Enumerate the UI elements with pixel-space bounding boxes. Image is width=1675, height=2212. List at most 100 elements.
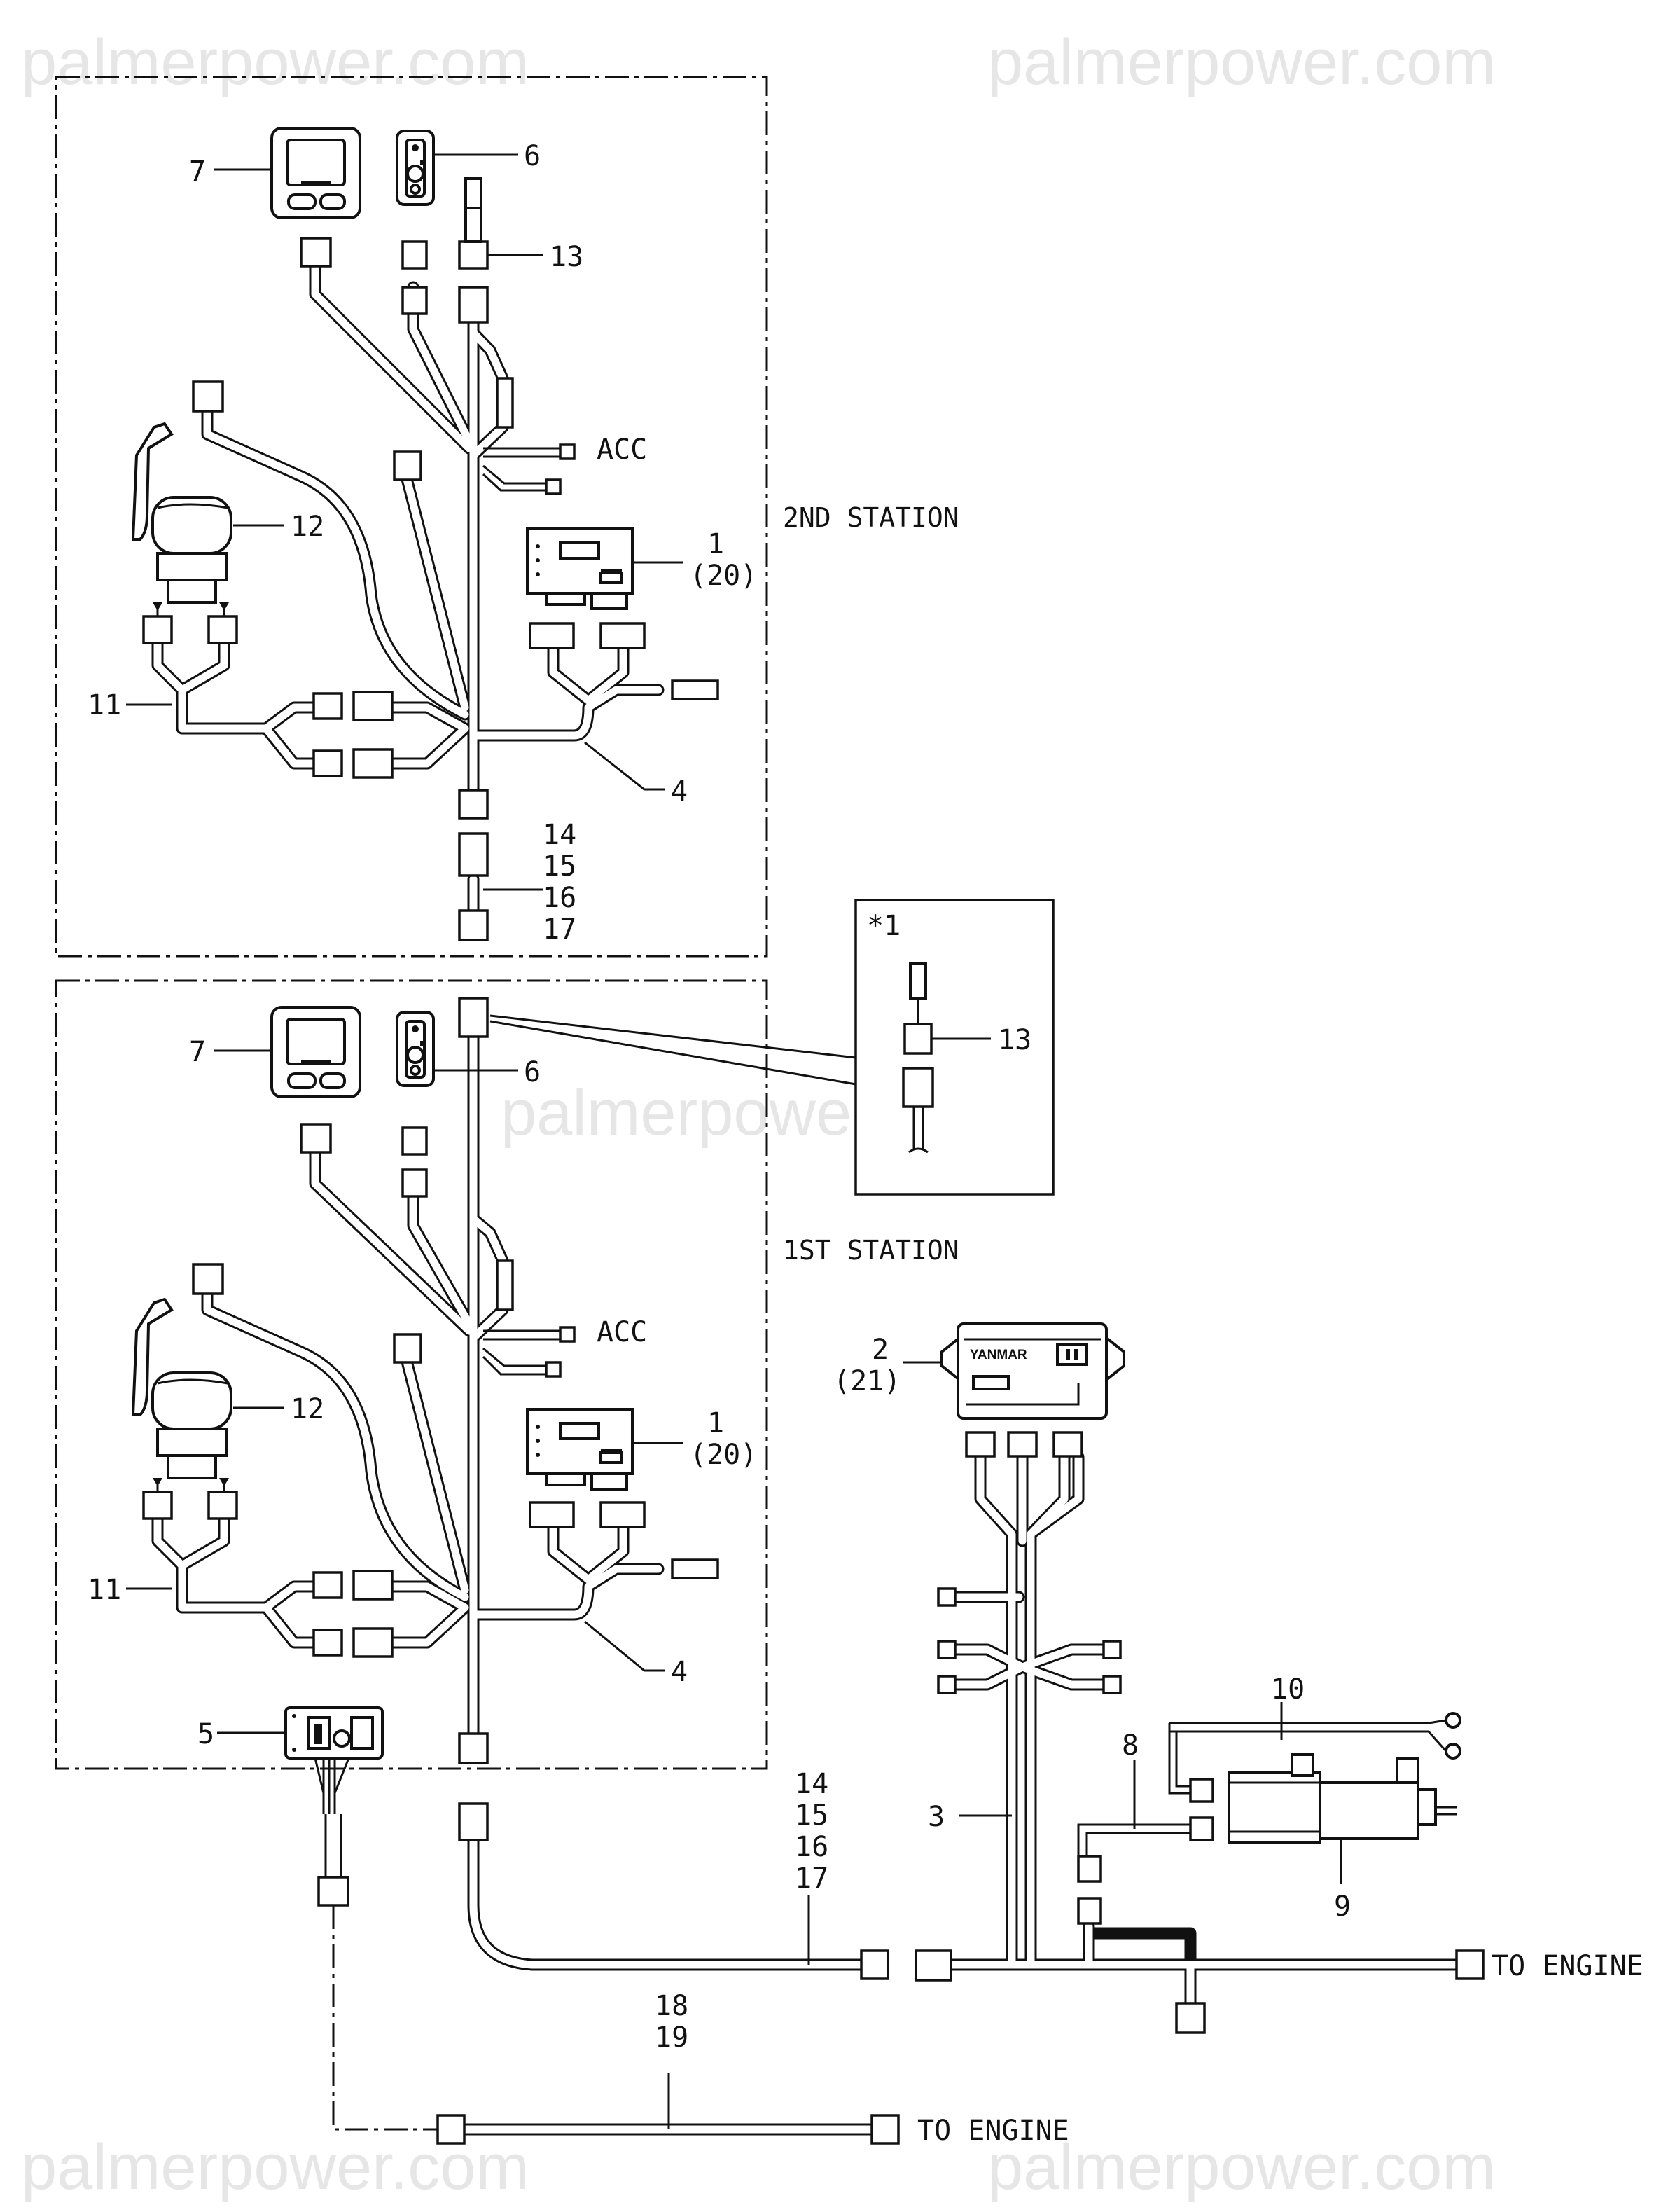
key-switch-icon: [464, 177, 482, 243]
connector: [458, 240, 489, 270]
item-label: 5: [197, 1718, 214, 1750]
detail-callout: *1 13: [489, 899, 1055, 1196]
connector: [496, 1259, 514, 1311]
item-label: 8: [1122, 1729, 1139, 1762]
connector: [937, 1640, 957, 1659]
connector: [860, 1949, 889, 1980]
item-label: 13: [998, 1024, 1031, 1056]
connector: [599, 1501, 646, 1528]
connector: [207, 1491, 238, 1520]
connector: [902, 1067, 934, 1108]
display-gauge-icon: [270, 127, 361, 219]
connector: [496, 377, 514, 429]
watermarks: palmerpower.com palmerpower.com palmerpo…: [21, 27, 1496, 2203]
item-label: 4: [671, 1656, 688, 1688]
item-label: 1: [707, 528, 724, 560]
connector: [1189, 1816, 1214, 1841]
connector: [142, 1491, 173, 1520]
item-label: (20): [690, 560, 757, 592]
detail-frame: [854, 899, 1055, 1196]
connector: [965, 1431, 996, 1458]
connector: [559, 443, 576, 460]
harness-connectors: [142, 997, 719, 1764]
connector: [458, 1732, 489, 1764]
leader-line: [584, 741, 665, 791]
item-label: (20): [690, 1439, 757, 1471]
item-label: 10: [1271, 1673, 1305, 1706]
to-engine-label: TO ENGINE: [1492, 1950, 1643, 1982]
ring-terminal-icon: [1445, 1712, 1461, 1729]
connector: [401, 1126, 428, 1156]
connector: [317, 1876, 349, 1907]
connector: [352, 1570, 394, 1601]
connector: [352, 1627, 394, 1658]
callout-line: [489, 1020, 856, 1086]
connector: [142, 615, 173, 644]
item-label: 18: [655, 1990, 688, 2022]
item-label: 11: [88, 1574, 121, 1606]
connector: [401, 286, 428, 315]
acc-label: ACC: [597, 434, 647, 466]
connector: [458, 1802, 489, 1841]
connector: [436, 2114, 466, 2145]
item-label: 6: [524, 1056, 541, 1088]
connector: [1189, 1778, 1214, 1803]
connector: [300, 237, 332, 268]
key-switch-panel-icon: [284, 1706, 384, 1760]
connector: [1102, 1640, 1122, 1659]
first-station-harness: 7 6 ACC 12 1 (20) 11 4 5: [88, 997, 757, 1764]
connector: [1102, 1675, 1122, 1694]
to-engine-label: TO ENGINE: [917, 2115, 1069, 2147]
connector: [1077, 1855, 1102, 1883]
key-switch-icon: [909, 962, 927, 1000]
switch-panel-icon: [396, 130, 435, 206]
connector: [545, 478, 562, 495]
item-label: 14: [543, 819, 576, 851]
item-label: 7: [189, 155, 206, 188]
connector: [401, 240, 428, 270]
second-station-label: 2ND STATION: [783, 502, 959, 533]
acc-label: ACC: [597, 1316, 647, 1348]
item-label: 15: [543, 850, 576, 883]
connector: [458, 286, 489, 324]
item-label: 4: [671, 775, 688, 808]
item-label: 6: [524, 140, 541, 172]
item-label: 1: [707, 1407, 724, 1439]
item-label: 12: [291, 1393, 324, 1425]
connector: [393, 1333, 422, 1364]
ring-terminal-icon: [1445, 1743, 1461, 1760]
connector: [458, 997, 489, 1038]
cable-8: [1077, 1823, 1190, 1856]
connector: [458, 832, 489, 877]
item-label: 16: [795, 1831, 828, 1863]
connector: [352, 748, 394, 779]
connector: [545, 1361, 562, 1378]
callout-line: [489, 1014, 856, 1059]
connector: [393, 450, 422, 481]
connector: [312, 1571, 343, 1599]
connector: [915, 1949, 952, 1982]
item-label: 11: [88, 689, 121, 721]
control-board-icon: [526, 527, 634, 610]
item-label: 17: [543, 913, 576, 946]
connector: [312, 1629, 343, 1657]
item-label: 14: [795, 1768, 828, 1800]
connector: [192, 380, 224, 413]
switch-leads: [322, 1758, 336, 1814]
connector: [312, 749, 343, 777]
connector: [458, 789, 489, 820]
connector: [671, 1558, 719, 1579]
connector: [671, 679, 719, 700]
watermark: palmerpower.com: [987, 27, 1496, 98]
connector: [1175, 2002, 1206, 2034]
connector: [300, 1123, 332, 1154]
relay-icon: [1077, 1712, 1461, 1856]
control-board-icon: [526, 1408, 634, 1491]
connector: [1052, 1431, 1083, 1458]
control-unit-brand: YANMAR: [970, 1348, 1027, 1362]
throttle-lever-icon: [131, 1297, 232, 1492]
second-station-frame: [55, 76, 768, 958]
connector: [312, 692, 343, 720]
second-station-harness: 7 6 13 ACC 12 1 (20) 11 4 14 15 16 17: [88, 127, 757, 946]
